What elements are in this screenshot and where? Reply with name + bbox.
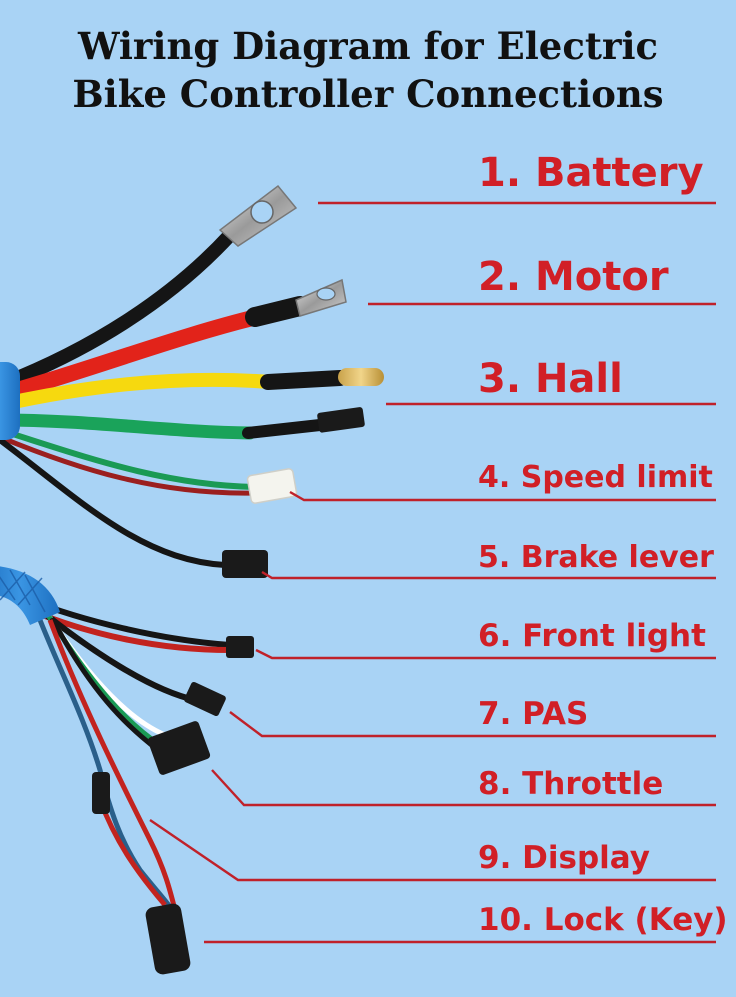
green-wire bbox=[0, 413, 257, 440]
label-display: 9. Display bbox=[478, 840, 650, 876]
leader-display bbox=[149, 819, 716, 882]
label-pas: 7. PAS bbox=[478, 696, 589, 732]
hall-wire bbox=[0, 372, 277, 412]
title-line-1: Wiring Diagram for Electric bbox=[77, 24, 659, 68]
label-front-light: 6. Front light bbox=[478, 618, 706, 654]
leader-speed-limit bbox=[289, 490, 716, 502]
brake-connector bbox=[222, 550, 268, 578]
motor-wire bbox=[0, 307, 273, 403]
label-speed-limit: 4. Speed limit bbox=[478, 460, 713, 495]
green-connector bbox=[317, 407, 365, 433]
lower-sheath bbox=[0, 566, 60, 625]
page-title: Wiring Diagram for Electric Bike Control… bbox=[0, 22, 736, 118]
lock-wire bbox=[37, 619, 178, 917]
speed-limit-connector bbox=[246, 468, 298, 504]
label-throttle: 8. Throttle bbox=[478, 766, 664, 802]
pas-connector bbox=[184, 681, 226, 717]
leader-lines bbox=[149, 201, 716, 944]
label-hall: 3. Hall bbox=[478, 356, 623, 402]
front-light-connector bbox=[226, 636, 254, 658]
upper-sheath bbox=[0, 362, 20, 440]
battery-ring-terminal bbox=[218, 184, 298, 247]
title-line-2: Bike Controller Connections bbox=[72, 72, 664, 116]
label-motor: 2. Motor bbox=[478, 254, 669, 300]
brake-wire bbox=[0, 437, 226, 568]
lock-connector bbox=[145, 903, 191, 975]
label-lock-key: 10. Lock (Key) bbox=[478, 902, 728, 938]
display-wire bbox=[47, 619, 178, 911]
throttle-connector bbox=[147, 721, 211, 775]
label-battery: 1. Battery bbox=[478, 150, 704, 196]
battery-wire bbox=[0, 228, 237, 392]
leader-pas bbox=[229, 711, 716, 738]
hall-bullet bbox=[338, 368, 384, 386]
leader-front-light bbox=[255, 648, 716, 660]
label-brake-lever: 5. Brake lever bbox=[478, 540, 714, 575]
motor-ring-terminal bbox=[295, 278, 347, 317]
leader-throttle bbox=[211, 769, 716, 807]
display-connector bbox=[92, 772, 110, 814]
leader-brake bbox=[261, 570, 716, 580]
